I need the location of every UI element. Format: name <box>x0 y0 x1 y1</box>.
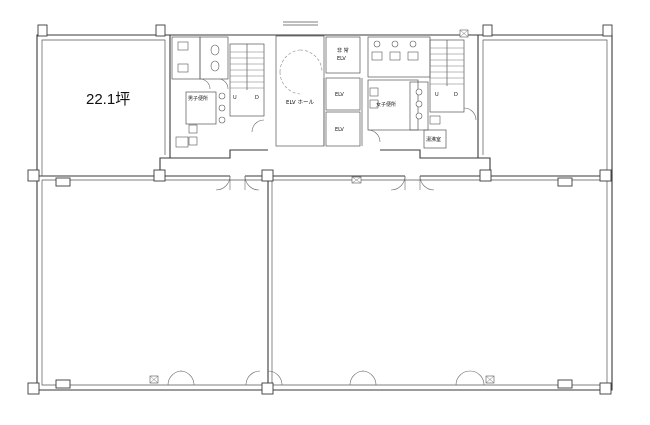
outer-walls <box>36 34 613 391</box>
stair-right-up-label: U <box>435 92 439 98</box>
bottom-doors <box>149 29 495 386</box>
left-toilet-block <box>171 36 229 148</box>
elevator-shafts: 非 常 ELV ELV ELV <box>323 36 363 147</box>
core-outline <box>170 21 478 159</box>
right-toilet-block <box>367 36 447 149</box>
stair-left-down-label: D <box>255 95 259 101</box>
left-staircase: U D <box>229 43 265 133</box>
middle-doors <box>215 175 435 191</box>
elv-hall-label: ELV ホール <box>286 99 314 106</box>
area-label: 22.1坪 <box>86 91 130 108</box>
elv-a-label: ELV <box>335 92 344 98</box>
elv-hall: ELV ホール <box>275 35 325 147</box>
womens-toilet-label: 女子便所 <box>376 101 396 108</box>
structural-columns <box>27 24 613 395</box>
mens-toilet-label: 男子便所 <box>188 95 208 102</box>
emergency-elv-label-line1: 非 常 <box>337 47 349 54</box>
right-staircase: U D <box>429 39 477 121</box>
stair-right-down-label: D <box>454 92 458 98</box>
elv-b-label: ELV <box>335 127 344 133</box>
kitchenette-label: 湯沸室 <box>426 136 441 143</box>
stair-left-up-label: U <box>233 95 237 101</box>
emergency-elv-label-line2: ELV <box>337 56 346 62</box>
